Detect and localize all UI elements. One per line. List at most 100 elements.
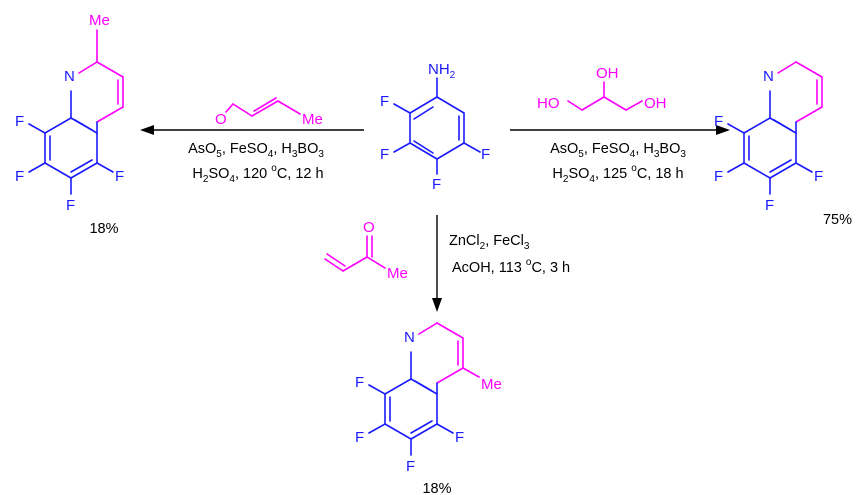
ring-bond [44,117,72,134]
ring-bond [410,423,438,440]
substituent-bond [727,162,745,173]
methyl-label: Me [387,265,408,282]
left-yield: 18% [89,221,118,237]
substituent-bond [393,103,411,114]
fluorine-label: F [380,93,389,110]
ring-bond [384,423,412,440]
ring-bond-inner [413,140,434,154]
ring-bond [44,162,72,179]
crotonaldehyde-reagent: O Me [215,97,323,128]
oxygen-label: O [215,111,227,128]
fluorine-label: F [66,197,75,214]
bottom-conditions-line1: ZnCl2, FeCl3 [449,233,530,252]
fluorine-label: F [406,458,415,475]
chain-bond [567,100,583,111]
new-ring-bond [78,61,98,74]
fluorine-label: F [714,168,723,185]
starting-aniline: NH2 F F F F [380,61,490,193]
ring-bond-inner [74,119,93,131]
chain-bond [625,100,643,111]
ring-bond-inner [773,119,792,131]
fluorine-label: F [455,429,464,446]
bottom-product-4-methylquinoline: N Me F F F F [355,322,502,475]
left-reaction-arrow [140,125,364,135]
new-ring-bond [777,61,797,74]
chain-bond [277,100,301,115]
substituent-bond [795,162,813,173]
new-ring-bond [436,322,464,339]
nitrogen-label: N [404,329,415,346]
bottom-conditions-line2: AcOH, 113 oC, 3 h [452,257,570,276]
methyl-label: Me [302,111,323,128]
ring-bond [409,142,438,160]
fluorine-label: F [15,168,24,185]
substituent-bond [368,384,386,395]
arrow-head [140,125,154,135]
fluorine-label: F [355,429,364,446]
chain-bond [324,258,344,272]
chain-bond [342,256,368,272]
substituent-bond [727,123,745,134]
chain-bond [251,100,279,117]
chain-bond [232,103,253,117]
new-ring-bond [96,61,124,78]
fluorine-label: F [481,146,490,163]
left-product-2-methylquinoline: N Me F F F F [15,12,124,214]
chain-bond [581,96,605,111]
fluorine-label: F [15,113,24,130]
ring-bond-inner [769,159,792,173]
bottom-reaction-arrow [432,215,442,312]
ring-bond [384,378,412,395]
ring-bond-inner [413,106,434,120]
ring-bond [436,96,465,114]
substituent-bond [393,142,411,153]
methyl-vinyl-ketone-reagent: O Me [324,219,408,282]
chain-double-bond [326,253,346,267]
hydroxyl-label: HO [537,95,560,112]
fluorine-label: F [765,197,774,214]
fluorine-label: F [380,146,389,163]
fluorine-label: F [115,168,124,185]
methyl-label: Me [481,376,502,393]
ring-bond-inner [410,420,433,434]
fluorine-label: F [714,113,723,130]
ring-bond [769,162,797,179]
new-ring-bond [795,61,823,78]
left-conditions-line1: AsO5, FeSO4, H3BO3 [188,141,324,160]
right-product-quinoline: N F F F F [714,61,823,214]
arrow-head [716,125,730,135]
substituent-bond [28,162,46,173]
new-ring-bond [795,106,823,123]
new-ring-bond [418,322,438,335]
ring-bond-inner [414,380,433,392]
methyl-bond [366,256,386,269]
carbonyl-bond [225,103,234,113]
glycerol-reagent: HO OH OH [537,65,667,112]
methyl-bond [462,367,480,378]
ring-bond [70,162,98,179]
ring-bond [436,142,465,160]
oxygen-label: O [363,219,375,236]
chain-double-bond [253,97,277,112]
right-yield: 75% [823,212,852,228]
fluorine-label: F [432,176,441,193]
ring-bond-inner [70,159,93,173]
left-conditions-line2: H2SO4, 120 oC, 12 h [192,163,323,185]
substituent-bond [28,123,46,134]
arrow-head [432,298,442,312]
chain-bond [603,96,627,111]
substituent-bond [463,142,481,153]
right-reaction-arrow [510,125,730,135]
new-ring-bond [436,367,464,384]
substituent-bond [436,423,454,434]
ring-bond [743,162,771,179]
fluorine-label: F [355,374,364,391]
nitrogen-label: N [763,68,774,85]
right-conditions-line2: H2SO4, 125 oC, 18 h [552,163,683,185]
substituent-bond [368,423,386,434]
ring-bond [409,96,438,114]
bottom-yield: 18% [422,481,451,495]
amino-group-label: NH2 [428,61,456,81]
